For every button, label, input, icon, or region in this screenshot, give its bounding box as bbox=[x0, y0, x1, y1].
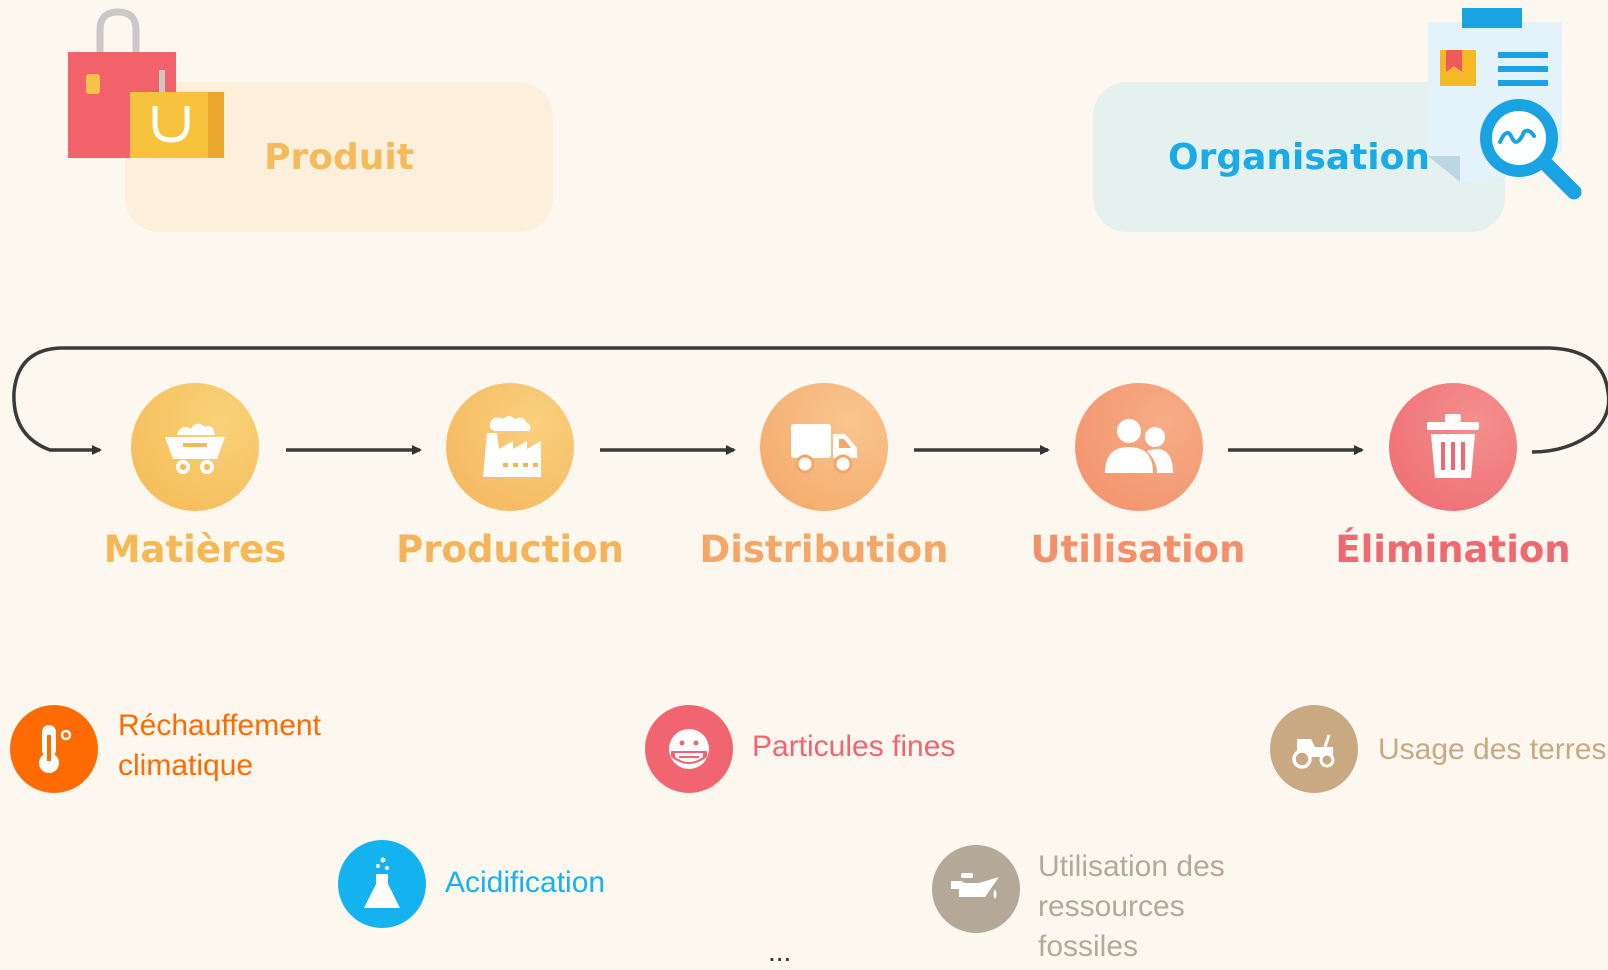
stage-distribution-label: Distribution bbox=[699, 528, 949, 571]
thermometer-icon bbox=[39, 725, 72, 773]
users-icon bbox=[1105, 419, 1173, 473]
impact-climate-circle bbox=[10, 705, 98, 793]
impact-fossil-resources-line-3: fossiles bbox=[1038, 930, 1139, 963]
stage-elimination-circle bbox=[1389, 383, 1517, 511]
impact-acidification-label: Acidification bbox=[445, 863, 605, 903]
product-scope-label: Produit bbox=[264, 136, 414, 178]
impact-acidification-circle bbox=[338, 840, 426, 928]
impact-fossil-resources-line-1: Utilisation des bbox=[1038, 850, 1225, 883]
impact-fine-particles-line-1: Particules fines bbox=[752, 730, 956, 763]
feedback-loop-arrow bbox=[12, 346, 1608, 455]
impact-land-use-line-1: Usage des terres bbox=[1378, 733, 1607, 766]
impact-fossil-resources-label: Utilisation des ressources fossiles bbox=[1038, 847, 1225, 967]
stage-matieres-circle bbox=[131, 383, 259, 511]
shopping-bags-icon bbox=[68, 8, 224, 158]
stage-elimination-label: Élimination bbox=[1335, 528, 1571, 571]
trash-icon bbox=[1427, 414, 1479, 478]
stage-production-label: Production bbox=[396, 528, 624, 571]
face-mask-icon bbox=[669, 729, 709, 769]
impact-fine-particles-circle bbox=[645, 705, 733, 793]
tractor-icon bbox=[1292, 734, 1335, 769]
impact-fossil-resources-circle bbox=[932, 845, 1020, 933]
stage-distribution-circle bbox=[760, 383, 888, 511]
stage-utilisation-circle bbox=[1075, 383, 1203, 511]
mine-cart-icon bbox=[165, 423, 225, 474]
impact-fossil-resources-line-2: ressources bbox=[1038, 890, 1185, 923]
flask-icon bbox=[364, 857, 400, 908]
impact-land-use-label: Usage des terres bbox=[1378, 730, 1608, 770]
document-magnifier-icon bbox=[1428, 8, 1582, 200]
impact-climate-line-2: climatique bbox=[118, 749, 254, 782]
truck-icon bbox=[791, 424, 857, 474]
stage-production-circle bbox=[446, 383, 574, 511]
impact-fine-particles-label: Particules fines bbox=[752, 727, 955, 767]
impact-climate-line-1: Réchauffement bbox=[118, 709, 321, 742]
stage-utilisation-label: Utilisation bbox=[1030, 528, 1246, 571]
oil-can-icon bbox=[951, 873, 999, 899]
impact-land-use-circle bbox=[1270, 705, 1358, 793]
factory-icon bbox=[483, 416, 541, 477]
organisation-scope-label: Organisation bbox=[1167, 136, 1431, 178]
more-impacts-ellipsis: ... bbox=[768, 936, 792, 967]
impact-climate-label: Réchauffement climatique bbox=[118, 706, 321, 786]
impact-acidification-line-1: Acidification bbox=[445, 866, 606, 899]
stage-matieres-label: Matières bbox=[103, 528, 287, 571]
